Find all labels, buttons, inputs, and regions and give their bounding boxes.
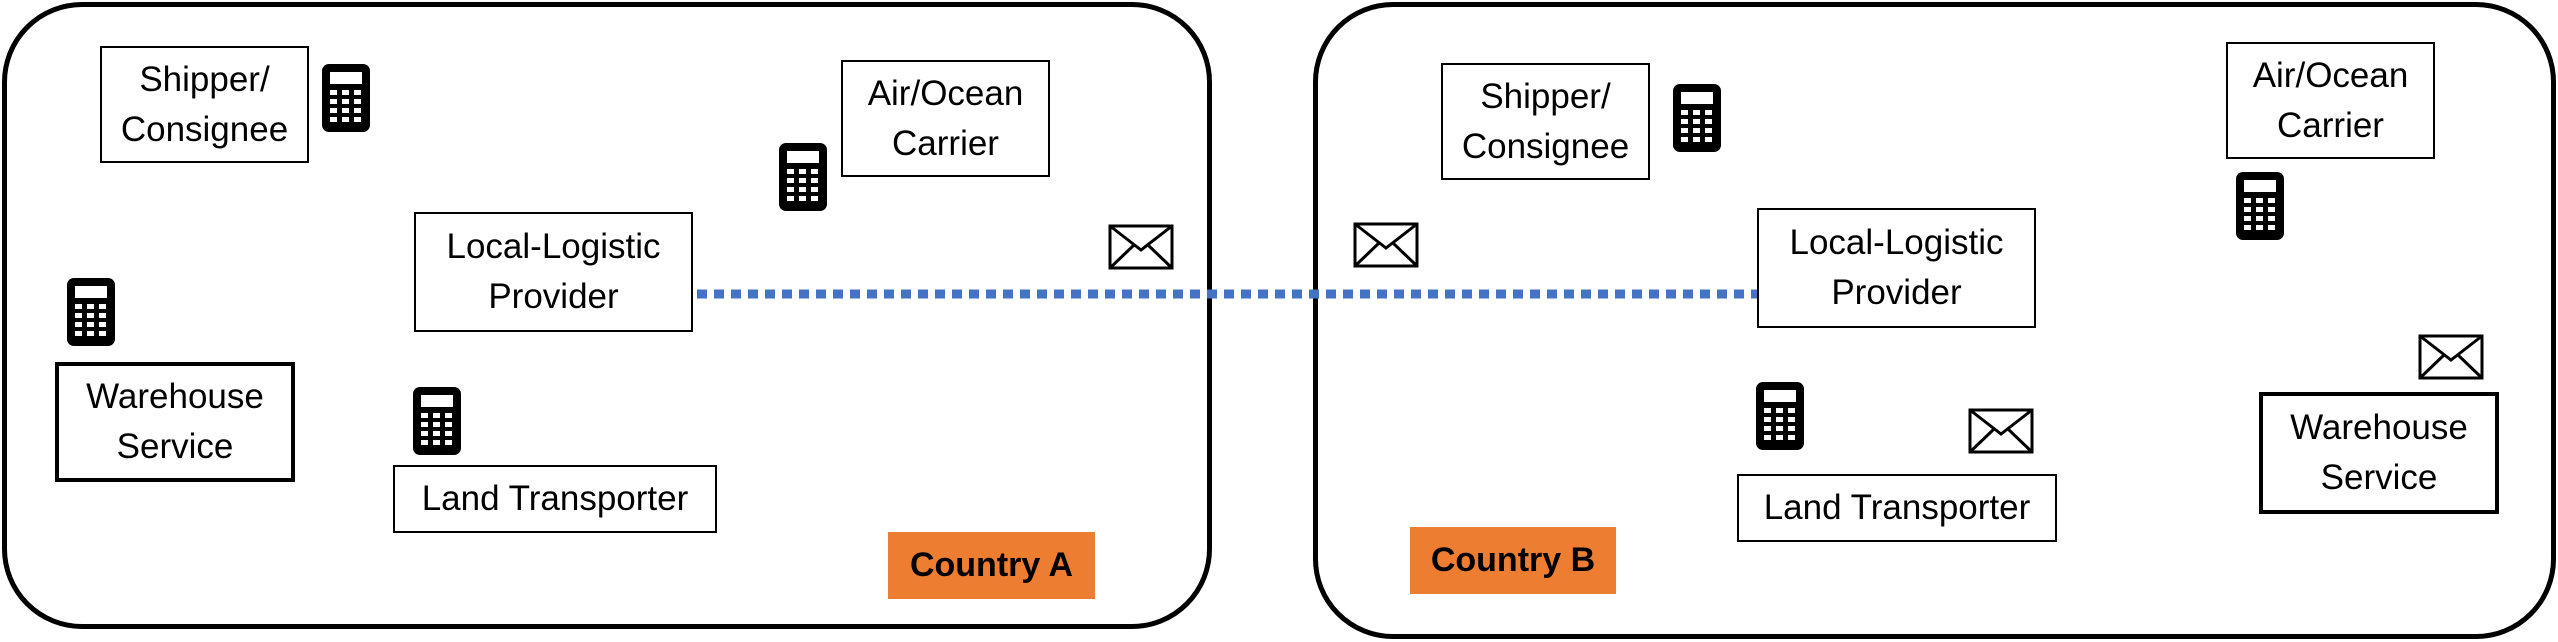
calculator-icon	[779, 143, 827, 211]
envelope-icon	[2418, 334, 2484, 380]
country-b-badge: Country B	[1410, 527, 1616, 594]
node-a-warehouse-service: Warehouse Service	[55, 362, 295, 482]
node-a-local-logistic-provider: Local-Logistic Provider	[414, 212, 693, 332]
calculator-icon	[2236, 172, 2284, 240]
country-a-badge: Country A	[888, 532, 1095, 599]
envelope-icon	[1968, 408, 2034, 454]
node-b-land-transporter: Land Transporter	[1737, 474, 2057, 542]
calculator-icon	[413, 387, 461, 455]
calculator-icon	[1673, 84, 1721, 152]
calculator-icon	[1756, 382, 1804, 450]
node-b-local-logistic-provider: Local-Logistic Provider	[1757, 208, 2036, 328]
calculator-icon	[67, 278, 115, 346]
node-a-air-ocean-carrier: Air/Ocean Carrier	[841, 60, 1050, 177]
calculator-icon	[322, 64, 370, 132]
node-b-warehouse-service: Warehouse Service	[2259, 392, 2499, 514]
envelope-icon	[1108, 224, 1174, 270]
node-b-air-ocean-carrier: Air/Ocean Carrier	[2226, 42, 2435, 159]
node-a-land-transporter: Land Transporter	[393, 465, 717, 533]
node-b-shipper-consignee: Shipper/ Consignee	[1441, 63, 1650, 180]
node-a-shipper-consignee: Shipper/ Consignee	[100, 46, 309, 163]
envelope-icon	[1353, 222, 1419, 268]
